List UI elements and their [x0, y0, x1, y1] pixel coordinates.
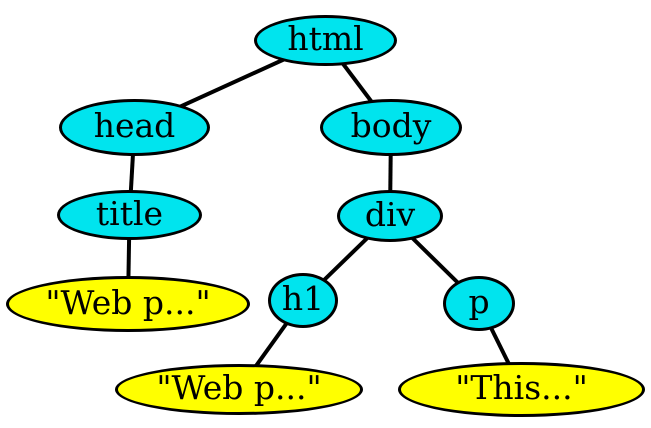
node-text-this-label: "This..."	[455, 368, 588, 407]
node-p-label: p	[468, 282, 490, 321]
node-title-label: title	[95, 193, 164, 233]
node-text-this: "This..."	[398, 362, 645, 417]
node-head: head	[59, 99, 210, 156]
node-h1-label: h1	[281, 279, 325, 318]
node-div: div	[337, 190, 443, 242]
node-p: p	[443, 276, 515, 331]
node-title: title	[57, 190, 202, 240]
node-body-label: body	[350, 106, 432, 145]
node-head-label: head	[93, 106, 176, 145]
node-body: body	[320, 99, 462, 156]
node-div-label: div	[364, 194, 416, 234]
node-html: html	[254, 15, 397, 66]
node-text-web-p-title: "Web p..."	[6, 276, 250, 332]
node-text-web-p-title-label: "Web p..."	[45, 282, 211, 322]
node-h1: h1	[268, 273, 338, 328]
node-text-web-p-h1-label: "Web p..."	[156, 368, 322, 407]
node-html-label: html	[287, 19, 364, 58]
node-text-web-p-h1: "Web p..."	[115, 364, 363, 415]
